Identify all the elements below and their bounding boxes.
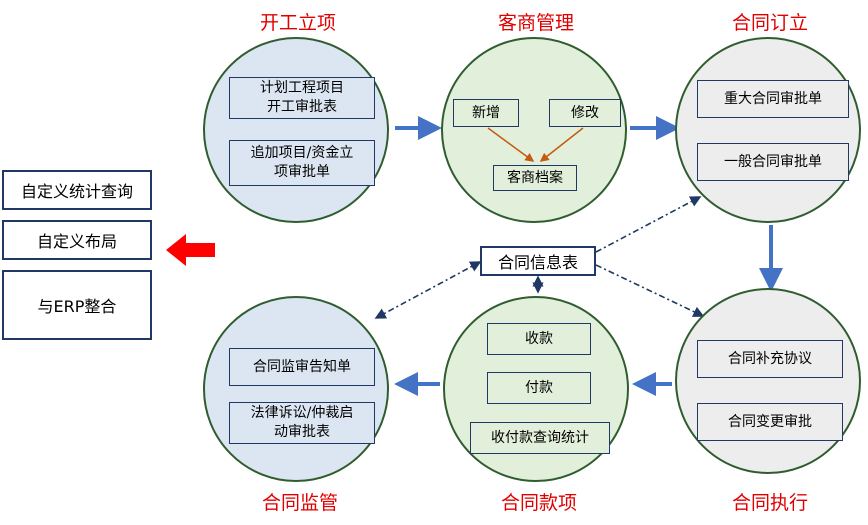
side-label: 与ERP整合 <box>37 297 117 316</box>
customer-archive-button[interactable]: 客商档案 <box>493 165 577 191</box>
form-label: 重大合同审批单 <box>724 90 822 107</box>
link-center-to-supervision <box>374 261 482 319</box>
stage-title-payment: 合同款项 <box>500 492 577 514</box>
side-label: 自定义布局 <box>36 232 117 251</box>
side-custom-layout[interactable]: 自定义布局 <box>2 220 152 260</box>
form-label: 合同监审告知单 <box>253 358 351 375</box>
center-label: 合同信息表 <box>497 253 578 272</box>
stage-title-start: 开工立项 <box>259 12 336 34</box>
form-label: 收款 <box>525 330 553 347</box>
form-litigation[interactable]: 法律诉讼/仲裁启 动审批表 <box>229 402 375 444</box>
form-label: 收付款查询统计 <box>491 429 589 446</box>
form-label: 合同变更审批 <box>728 413 812 430</box>
form-general-contract[interactable]: 一般合同审批单 <box>697 143 849 181</box>
customer-edit-button[interactable]: 修改 <box>549 99 621 127</box>
stage-circle-contract: 重大合同审批单 一般合同审批单 <box>675 37 861 223</box>
customer-flow-arrows <box>487 127 584 162</box>
link-center-to-execution <box>595 264 705 317</box>
customer-add-button[interactable]: 新增 <box>453 99 519 127</box>
stage-circle-execution: 合同补充协议 合同变更审批 <box>675 288 861 474</box>
side-arrow-icon <box>166 234 215 266</box>
form-major-contract[interactable]: 重大合同审批单 <box>697 80 849 118</box>
form-label: 客商档案 <box>507 169 563 186</box>
form-label: 合同补充协议 <box>728 350 812 367</box>
stage-title-customer: 客商管理 <box>497 12 574 34</box>
form-audit-notice[interactable]: 合同监审告知单 <box>229 348 375 386</box>
stage-circle-payment: 收款 付款 收付款查询统计 <box>443 296 629 482</box>
payment-button[interactable]: 付款 <box>487 372 591 404</box>
form-label: 付款 <box>525 379 553 396</box>
contract-info-table[interactable]: 合同信息表 <box>480 246 596 276</box>
form-label: 一般合同审批单 <box>724 153 822 170</box>
form-label: 计划工程项目 开工审批表 <box>260 80 344 115</box>
payment-query-button[interactable]: 收付款查询统计 <box>470 422 610 454</box>
stage-circle-customer: 新增 修改 客商档案 <box>441 37 627 223</box>
stage-title-contract: 合同订立 <box>731 12 808 34</box>
form-supplement-agreement[interactable]: 合同补充协议 <box>697 340 843 378</box>
link-center-to-contract <box>595 196 702 253</box>
form-additional-project[interactable]: 追加项目/资金立 项审批单 <box>229 140 375 186</box>
side-custom-query[interactable]: 自定义统计查询 <box>2 170 152 210</box>
stage-title-supervision: 合同监管 <box>261 492 338 514</box>
form-label: 修改 <box>571 104 599 121</box>
side-erp-integration[interactable]: 与ERP整合 <box>2 270 152 340</box>
form-change-approval[interactable]: 合同变更审批 <box>697 403 843 441</box>
side-label: 自定义统计查询 <box>20 182 133 201</box>
stage-title-execution: 合同执行 <box>731 492 808 514</box>
form-label: 追加项目/资金立 项审批单 <box>250 145 354 180</box>
stage-circle-supervision: 合同监审告知单 法律诉讼/仲裁启 动审批表 <box>203 296 389 482</box>
form-label: 法律诉讼/仲裁启 动审批表 <box>250 405 354 440</box>
form-label: 新增 <box>472 104 500 121</box>
receipt-button[interactable]: 收款 <box>487 323 591 355</box>
stage-circle-start: 计划工程项目 开工审批表 追加项目/资金立 项审批单 <box>203 37 389 223</box>
form-plan-project[interactable]: 计划工程项目 开工审批表 <box>229 77 375 119</box>
